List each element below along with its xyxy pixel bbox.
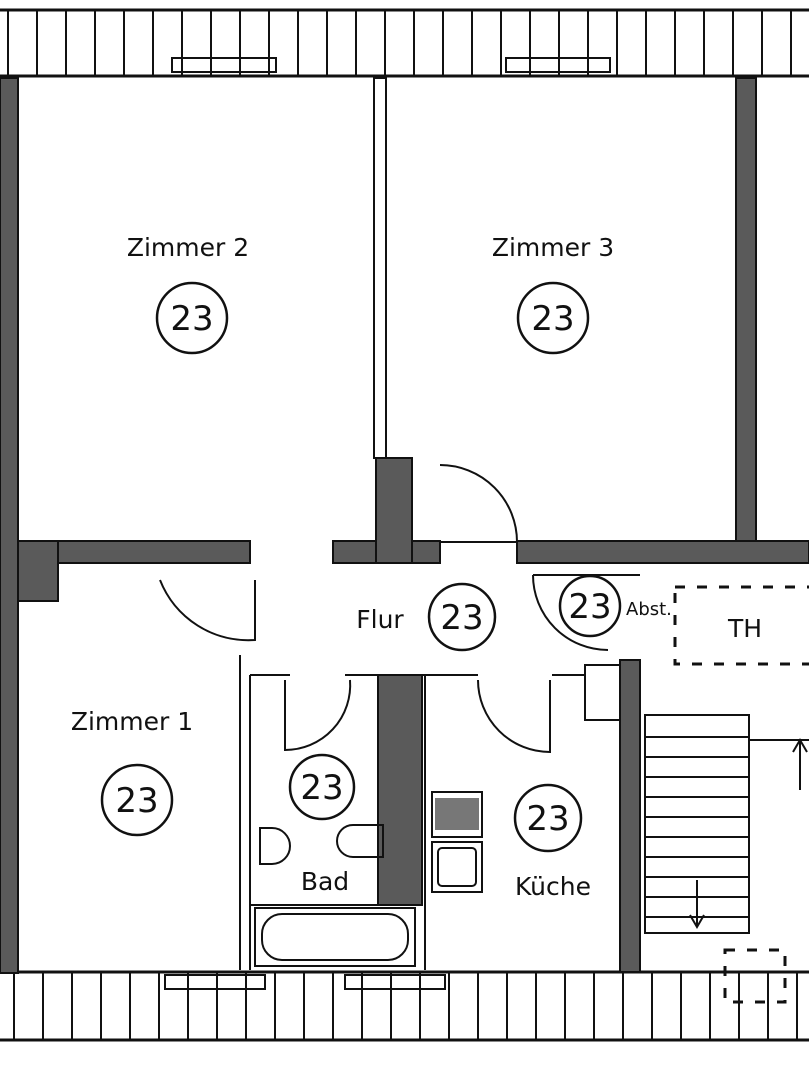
room-label-th: TH bbox=[727, 614, 762, 643]
walls bbox=[0, 77, 809, 974]
th-dashed-area bbox=[673, 585, 809, 666]
room-number-circle bbox=[513, 783, 583, 853]
room-number-circle bbox=[558, 574, 622, 638]
room-label-zimmer-1: Zimmer 1 bbox=[71, 707, 193, 736]
sink bbox=[336, 824, 384, 858]
room-number-flur: 23 bbox=[440, 598, 483, 638]
bottom-balcony-railing bbox=[0, 970, 809, 1042]
bathtub bbox=[254, 907, 416, 967]
room-label-bad: Bad bbox=[301, 867, 349, 896]
door-swings bbox=[159, 464, 609, 754]
room-number-circle bbox=[155, 281, 229, 355]
kitchen-sink bbox=[431, 841, 483, 893]
stove bbox=[431, 791, 483, 838]
room-number-bad: 23 bbox=[300, 768, 343, 808]
room-label-abst: Abst. bbox=[626, 599, 672, 620]
room-label-zimmer-3: Zimmer 3 bbox=[492, 233, 614, 262]
room-number-circle bbox=[516, 281, 590, 355]
room-label-flur: Flur bbox=[356, 605, 404, 634]
room-number-zimmer-1: 23 bbox=[115, 781, 158, 821]
staircase bbox=[644, 714, 809, 1004]
room-number-zimmer-3: 23 bbox=[531, 299, 574, 339]
room-number-circle bbox=[288, 753, 356, 821]
top-balcony-railing bbox=[0, 8, 809, 78]
room-label-zimmer-2: Zimmer 2 bbox=[127, 233, 249, 262]
room-number-abst: 23 bbox=[568, 587, 611, 627]
room-number-circle bbox=[427, 582, 497, 652]
room-number-kueche: 23 bbox=[526, 799, 569, 839]
toilet bbox=[259, 827, 291, 865]
room-number-circle bbox=[100, 763, 174, 837]
room-number-zimmer-2: 23 bbox=[170, 299, 213, 339]
room-label-kueche: Küche bbox=[515, 872, 591, 901]
